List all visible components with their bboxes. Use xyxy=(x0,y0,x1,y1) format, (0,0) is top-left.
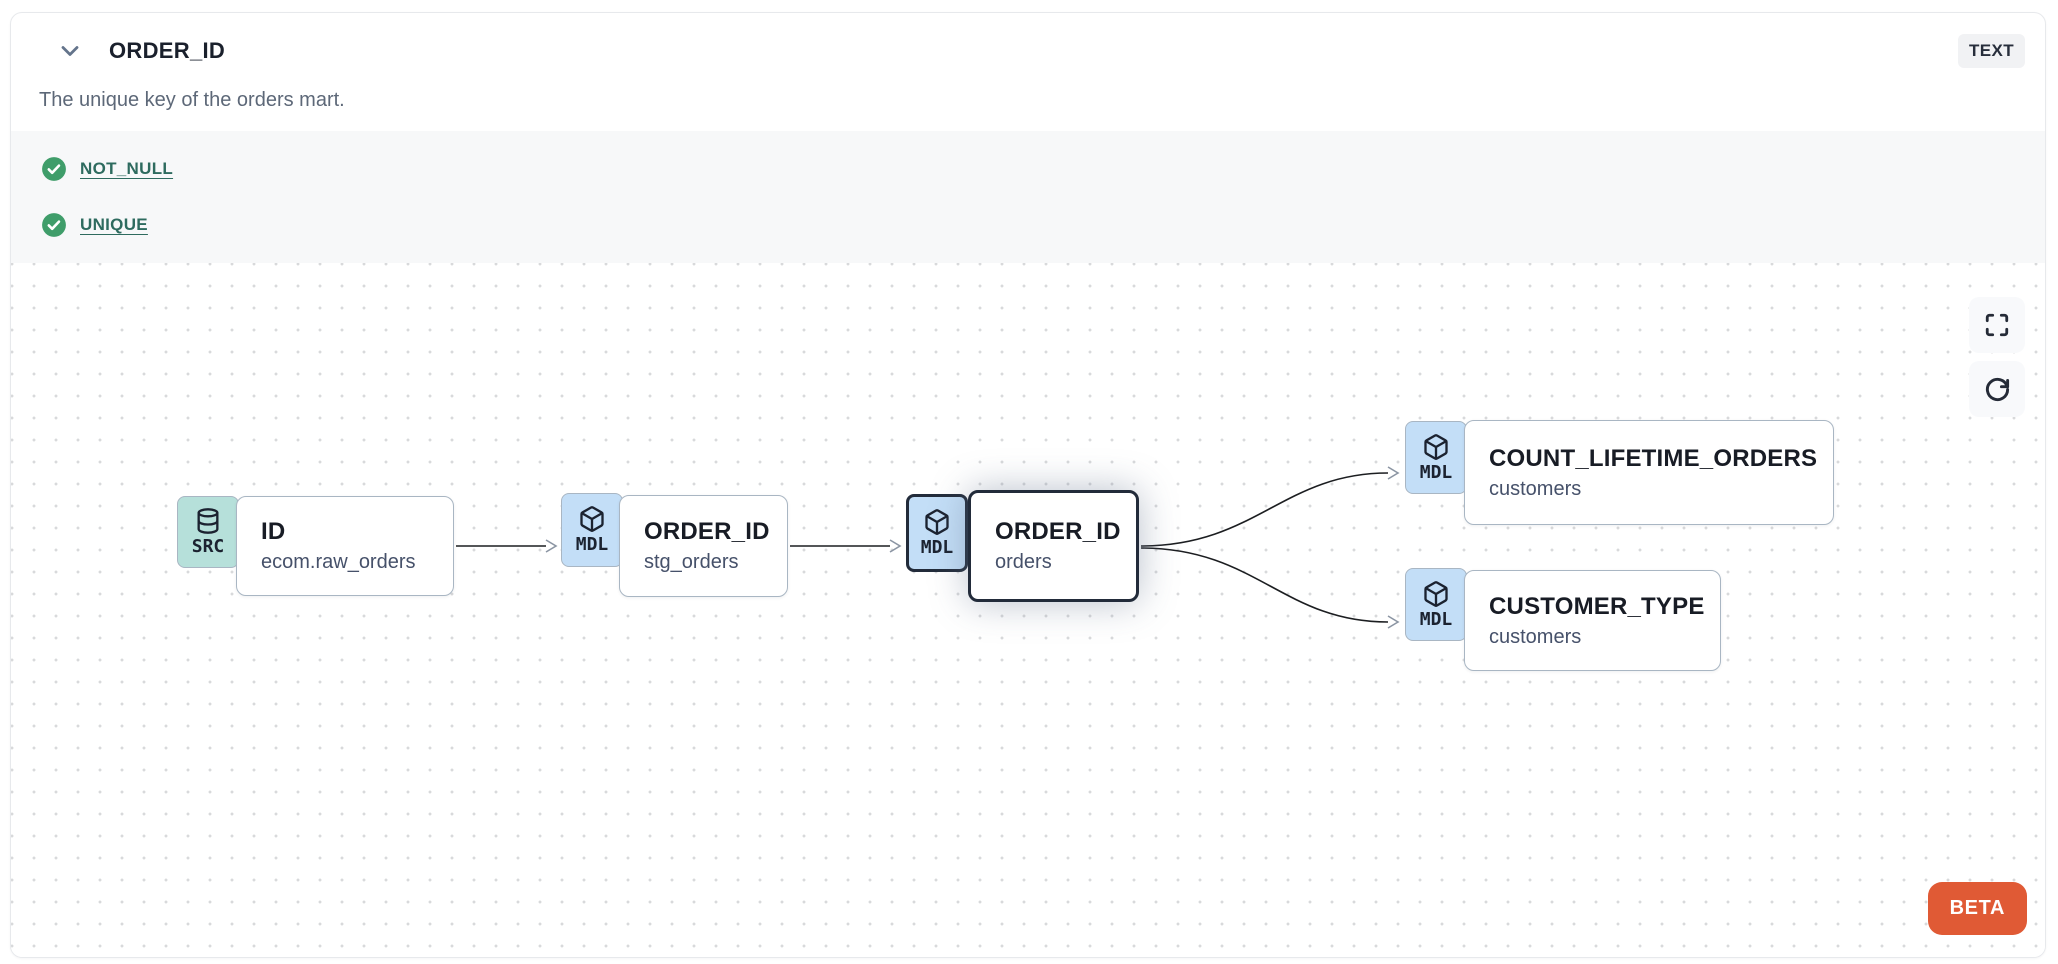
node-title: COUNT_LIFETIME_ORDERS xyxy=(1489,444,1818,472)
node-subtitle: ecom.raw_orders xyxy=(261,551,416,573)
lineage-node-customer-type[interactable]: MDL CUSTOMER_TYPE customers xyxy=(1405,568,1721,671)
edge-arrowhead-icon xyxy=(889,539,902,553)
lineage-edge xyxy=(1140,547,1389,623)
beta-badge: BETA xyxy=(1927,882,2027,935)
node-type-badge: MDL xyxy=(561,493,623,567)
header: ORDER_ID TEXT xyxy=(55,29,2025,73)
lineage-node-stg-orders[interactable]: MDL ORDER_ID stg_orders xyxy=(561,493,788,597)
box-icon xyxy=(580,506,604,532)
lineage-node-source[interactable]: SRC ID ecom.raw_orders xyxy=(177,495,454,596)
box-icon xyxy=(925,509,949,535)
edge-arrowhead-icon xyxy=(1387,615,1400,629)
node-body: ID ecom.raw_orders xyxy=(236,496,454,596)
node-body: COUNT_LIFETIME_ORDERS customers xyxy=(1464,420,1834,525)
test-row: UNIQUE xyxy=(41,212,2015,238)
node-badge-label: MDL xyxy=(1419,608,1453,630)
lineage-edge xyxy=(1140,472,1389,547)
test-row: NOT_NULL xyxy=(41,156,2015,182)
chevron-down-icon xyxy=(61,46,79,56)
node-subtitle: orders xyxy=(995,551,1052,573)
node-title: ORDER_ID xyxy=(995,518,1121,545)
node-type-badge: SRC xyxy=(177,496,239,568)
node-badge-label: MDL xyxy=(575,534,609,555)
refresh-button[interactable] xyxy=(1969,361,2025,417)
lineage-edges xyxy=(456,466,1400,629)
node-badge-label: SRC xyxy=(191,536,225,557)
lineage-node-orders-selected[interactable]: MDL ORDER_ID orders xyxy=(906,490,1139,602)
test-link-unique[interactable]: UNIQUE xyxy=(80,215,148,234)
fullscreen-button[interactable] xyxy=(1969,297,2025,353)
node-subtitle: customers xyxy=(1489,477,1582,500)
edge-arrowhead-icon xyxy=(1387,466,1400,480)
column-description: The unique key of the orders mart. xyxy=(39,89,345,111)
node-type-badge: MDL xyxy=(1405,421,1467,494)
test-link-not-null[interactable]: NOT_NULL xyxy=(80,159,174,178)
check-circle-icon xyxy=(41,212,67,238)
refresh-icon xyxy=(1985,377,2009,401)
lineage-node-count-lifetime-orders[interactable]: MDL COUNT_LIFETIME_ORDERS customers xyxy=(1405,420,1834,525)
node-title: ORDER_ID xyxy=(644,518,770,545)
node-badge-label: MDL xyxy=(1419,461,1453,483)
collapse-toggle-button[interactable] xyxy=(55,36,85,66)
box-icon xyxy=(1424,580,1448,607)
tests-section: NOT_NULL UNIQUE xyxy=(11,131,2045,263)
node-type-badge: MDL xyxy=(1405,568,1467,641)
canvas-controls xyxy=(1969,297,2025,417)
node-badge-label: MDL xyxy=(920,537,954,558)
lineage-canvas[interactable]: SRC ID ecom.raw_orders MDL ORDER_ID stg_… xyxy=(11,263,2045,957)
maximize-icon xyxy=(1985,313,2009,337)
node-body: ORDER_ID orders xyxy=(968,490,1139,602)
database-icon xyxy=(197,508,219,534)
node-body: ORDER_ID stg_orders xyxy=(619,495,788,597)
column-details-card: ORDER_ID TEXT The unique key of the orde… xyxy=(10,12,2046,958)
node-subtitle: customers xyxy=(1489,625,1582,648)
node-type-badge: MDL xyxy=(906,494,968,572)
node-title: CUSTOMER_TYPE xyxy=(1489,592,1705,620)
node-body: CUSTOMER_TYPE customers xyxy=(1464,570,1721,671)
check-circle-icon xyxy=(41,156,67,182)
node-subtitle: stg_orders xyxy=(644,551,739,573)
node-title: ID xyxy=(261,518,286,545)
page-title: ORDER_ID xyxy=(109,38,226,63)
edge-arrowhead-icon xyxy=(545,539,558,553)
box-icon xyxy=(1424,433,1448,460)
column-type-badge: TEXT xyxy=(1957,34,2025,68)
